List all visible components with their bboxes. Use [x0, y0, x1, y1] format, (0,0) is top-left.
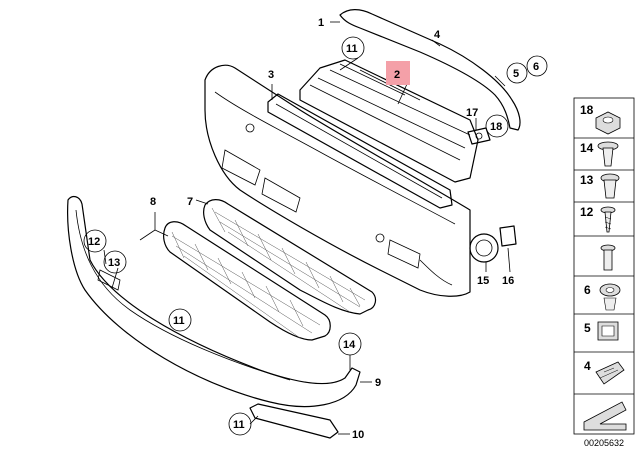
rivet-icon — [597, 141, 619, 167]
bracket-clip-icon — [595, 361, 625, 385]
panel-cell-13: 13 — [580, 173, 594, 187]
grille-lower — [163, 221, 331, 341]
callout-6: 6 — [533, 61, 539, 73]
callout-16: 16 — [502, 275, 514, 287]
callout-14: 14 — [343, 339, 356, 351]
push-clip-icon — [600, 173, 620, 199]
callout-4: 4 — [434, 29, 441, 41]
panel-cell-14: 14 — [580, 141, 594, 155]
panel-cell-6: 6 — [584, 283, 591, 297]
fastener-panel: 18 14 13 12 6 5 4 — [573, 97, 635, 435]
callout-labels: 1 2 3 4 7 8 9 10 17 15 16 — [150, 17, 514, 441]
callout-15: 15 — [477, 275, 489, 287]
callout-7: 7 — [187, 196, 193, 208]
callout-17: 17 — [466, 107, 478, 119]
panel-cell-5: 5 — [584, 321, 591, 335]
callout-11-mid: 11 — [173, 315, 185, 327]
callout-12: 12 — [88, 236, 100, 248]
screw-icon — [600, 206, 616, 233]
catalog-number: 00205632 — [584, 438, 624, 448]
callout-11-top: 11 — [346, 43, 358, 55]
tow-hook-cover — [469, 233, 499, 263]
bracket-17 — [467, 127, 491, 145]
grille-upper — [203, 199, 377, 315]
bracket-10 — [249, 403, 339, 439]
callout-5: 5 — [513, 68, 519, 80]
panel-cell-18: 18 — [580, 103, 594, 117]
washer-icon — [599, 283, 621, 311]
clip-16 — [499, 225, 517, 247]
leader-lines — [103, 21, 511, 435]
highlight-box — [386, 61, 410, 85]
lower-spoiler — [67, 195, 361, 408]
callout-13: 13 — [108, 257, 120, 269]
callout-10: 10 — [352, 429, 364, 441]
callout-18: 18 — [490, 121, 502, 133]
callout-9: 9 — [375, 377, 381, 389]
spring-clip-icon — [600, 244, 616, 271]
callout-2: 2 — [394, 69, 400, 81]
circled-callouts: 11 5 6 18 12 13 11 14 11 — [83, 36, 548, 436]
arrow-icon — [583, 401, 627, 431]
callout-11-bottom: 11 — [233, 419, 245, 431]
callout-1: 1 — [318, 17, 324, 29]
impact-strip — [267, 93, 453, 209]
hex-nut-icon — [595, 111, 621, 135]
clip-nut-icon — [597, 321, 619, 341]
callout-8: 8 — [150, 196, 156, 208]
bumper-shell — [204, 64, 471, 297]
callout-3: 3 — [268, 69, 274, 81]
panel-cell-12: 12 — [580, 205, 594, 219]
panel-cell-4: 4 — [584, 359, 591, 373]
trim-strip — [339, 9, 521, 131]
